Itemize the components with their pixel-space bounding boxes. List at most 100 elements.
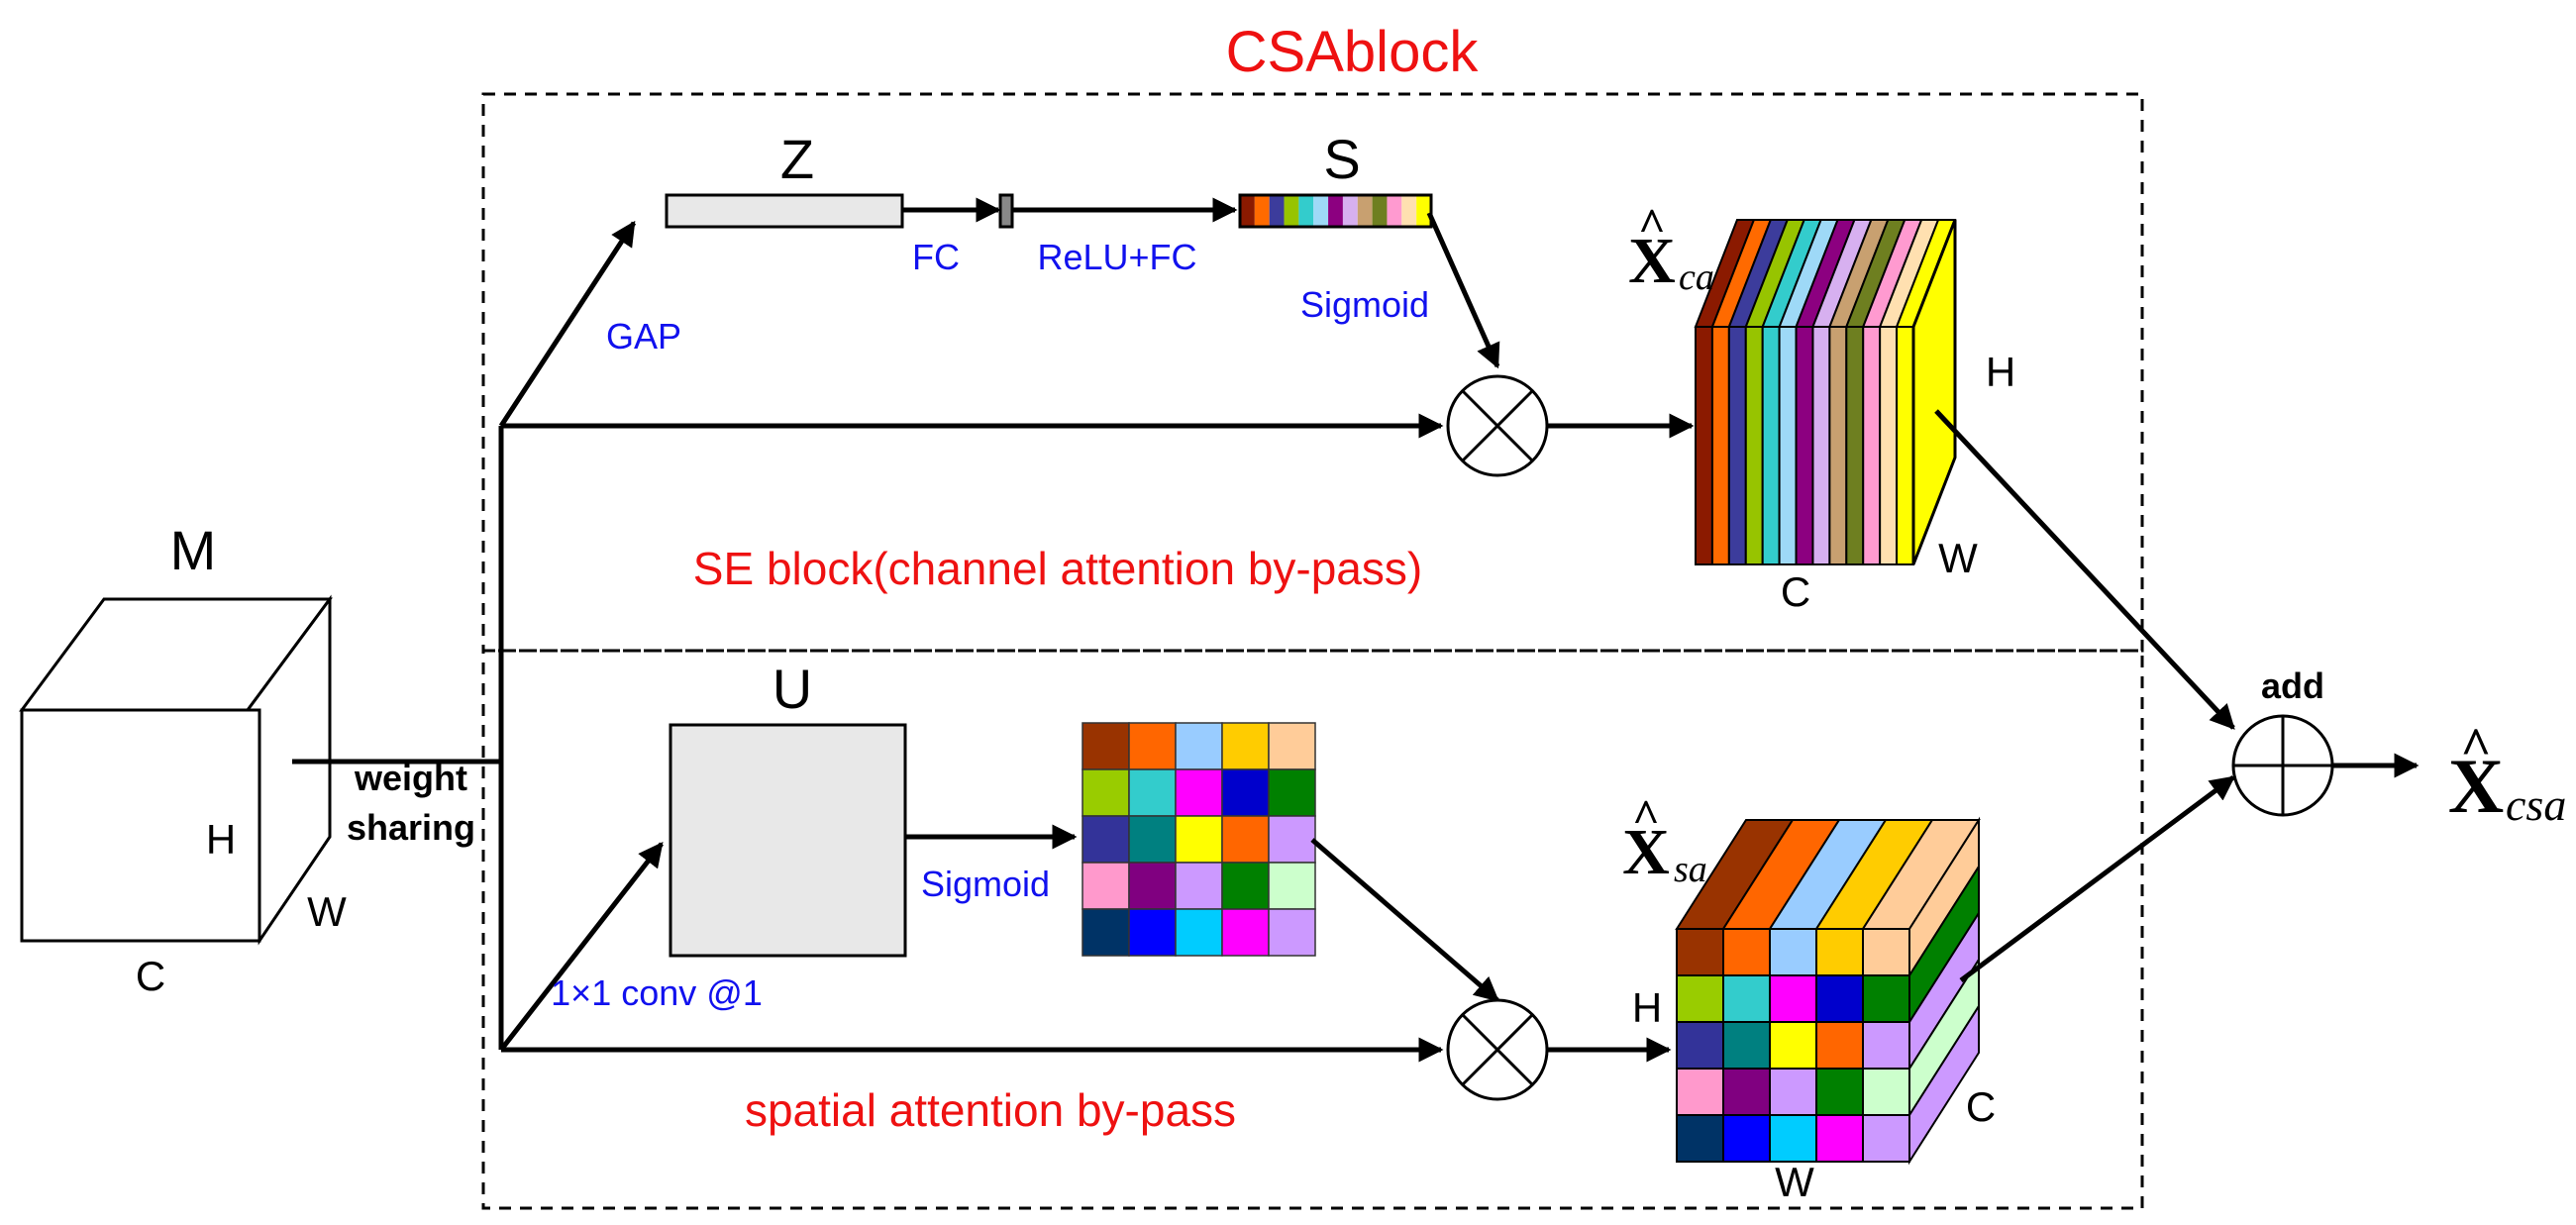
- spatial-grid-cell: [1128, 908, 1177, 957]
- x-sa-front-cell: [1815, 1068, 1864, 1116]
- spatial-grid-cell: [1175, 862, 1223, 910]
- channel-sigmoid-label: Sigmoid: [1300, 284, 1429, 325]
- u-label: U: [773, 658, 812, 720]
- x-ca-feature-cube: [1694, 219, 1957, 565]
- x-ca-channel-front: [1761, 326, 1781, 565]
- x-sa-to-add-arrow: [1959, 774, 2236, 983]
- x-sa-front-cell: [1676, 1114, 1724, 1163]
- spatial-grid-cell: [1221, 908, 1270, 957]
- x-sa-symbol: X ^ sa: [1622, 790, 1707, 890]
- spatial-grid-cell: [1268, 815, 1316, 864]
- s-vector-cell: [1342, 195, 1358, 227]
- x-sa-dim-h: H: [1632, 984, 1662, 1031]
- x-sa-dim-c: C: [1966, 1083, 1996, 1130]
- s-vector-cell: [1357, 195, 1373, 227]
- x-ca-letter: X: [1628, 225, 1676, 297]
- spatial-grid-cell: [1175, 815, 1223, 864]
- gap-label: GAP: [606, 316, 681, 357]
- spatial-grid-cell: [1128, 815, 1177, 864]
- x-csa-letter: X: [2448, 743, 2504, 829]
- x-csa-subscript: csa: [2506, 779, 2566, 830]
- x-sa-hat: ^: [1632, 790, 1660, 843]
- spatial-grid-cell: [1221, 862, 1270, 910]
- x-sa-feature-cube: [1675, 816, 1981, 1166]
- x-csa-symbol: X ^ csa: [2448, 717, 2567, 830]
- x-sa-front-cell: [1815, 928, 1864, 976]
- add-label: add: [2261, 665, 2324, 706]
- s-vector-cell: [1240, 195, 1255, 227]
- x-ca-symbol: X ^ ca: [1628, 199, 1714, 298]
- conv-arrow: [499, 842, 664, 1052]
- grid-to-multiply-arrow: [1310, 838, 1499, 1002]
- s-vector-cell: [1401, 195, 1417, 227]
- x-csa-hat: ^: [2460, 717, 2491, 776]
- x-sa-front-cell: [1862, 928, 1910, 976]
- channel-multiply-icon: [1446, 374, 1549, 477]
- x-sa-front-cell: [1862, 974, 1910, 1023]
- s-to-multiply-arrow: [1426, 211, 1500, 369]
- x-sa-front-cell: [1676, 974, 1724, 1023]
- x-sa-letter: X: [1622, 816, 1670, 888]
- spatial-attention-grid: [1082, 722, 1316, 957]
- x-ca-channel-front: [1896, 326, 1914, 565]
- x-sa-front-cell: [1769, 928, 1817, 976]
- x-sa-front-cell: [1676, 1068, 1724, 1116]
- z-vector: [665, 193, 904, 229]
- x-ca-dim-h: H: [1986, 349, 2015, 395]
- x-ca-to-add-arrow: [1934, 409, 2235, 730]
- x-sa-front-cell: [1815, 1021, 1864, 1070]
- spatial-grid-cell: [1082, 722, 1130, 770]
- spatial-grid-cell: [1082, 815, 1130, 864]
- spatial-grid-cell: [1221, 768, 1270, 817]
- fc-bottleneck: [998, 193, 1014, 229]
- x-sa-front-cell: [1769, 1114, 1817, 1163]
- x-sa-dim-w: W: [1775, 1159, 1814, 1205]
- spatial-grid-cell: [1128, 722, 1177, 770]
- x-sa-subscript: sa: [1674, 849, 1707, 890]
- fc-label: FC: [912, 237, 960, 277]
- z-label: Z: [780, 128, 814, 190]
- s-vector-cell: [1416, 195, 1431, 227]
- s-vector-cell: [1254, 195, 1270, 227]
- x-sa-front-cell: [1769, 1068, 1817, 1116]
- relu-fc-label: ReLU+FC: [1037, 237, 1196, 277]
- x-ca-channel-front: [1828, 326, 1848, 565]
- x-ca-channel-front: [1695, 326, 1713, 565]
- spatial-caption: spatial attention by-pass: [745, 1084, 1236, 1136]
- input-dim-c: C: [136, 953, 165, 999]
- x-ca-channel-front: [1862, 326, 1882, 565]
- input-block-label: M: [170, 519, 217, 581]
- x-sa-front-cell: [1722, 1114, 1771, 1163]
- x-ca-channel-front: [1845, 326, 1865, 565]
- spatial-grid-cell: [1175, 722, 1223, 770]
- add-icon: [2231, 714, 2334, 817]
- spatial-block-frame: [481, 649, 2144, 1210]
- se-block-caption: SE block(channel attention by-pass): [693, 543, 1422, 594]
- spatial-grid-cell: [1268, 862, 1316, 910]
- x-ca-channel-front: [1778, 326, 1798, 565]
- x-sa-front-cell: [1676, 1021, 1724, 1070]
- spatial-grid-cell: [1268, 768, 1316, 817]
- s-vector-cell: [1269, 195, 1285, 227]
- x-sa-front-cell: [1862, 1068, 1910, 1116]
- x-ca-channel-front: [1710, 326, 1730, 565]
- x-sa-front-cell: [1722, 928, 1771, 976]
- spatial-grid-cell: [1175, 768, 1223, 817]
- spatial-grid-cell: [1268, 908, 1316, 957]
- x-ca-hat: ^: [1638, 199, 1666, 252]
- x-ca-channel-front: [1811, 326, 1831, 565]
- spatial-multiply-icon: [1446, 998, 1549, 1101]
- gap-arrow: [498, 220, 637, 428]
- spatial-grid-cell: [1221, 815, 1270, 864]
- s-label: S: [1323, 128, 1360, 190]
- x-sa-front-cell: [1722, 1021, 1771, 1070]
- spatial-sigmoid-label: Sigmoid: [921, 864, 1050, 904]
- spatial-grid-cell: [1128, 862, 1177, 910]
- s-vector: [1238, 193, 1433, 229]
- se-block-frame: [481, 92, 2144, 653]
- x-sa-front-cell: [1676, 928, 1724, 976]
- spatial-grid-cell: [1221, 722, 1270, 770]
- x-ca-channel-front: [1879, 326, 1899, 565]
- s-vector-cell: [1284, 195, 1299, 227]
